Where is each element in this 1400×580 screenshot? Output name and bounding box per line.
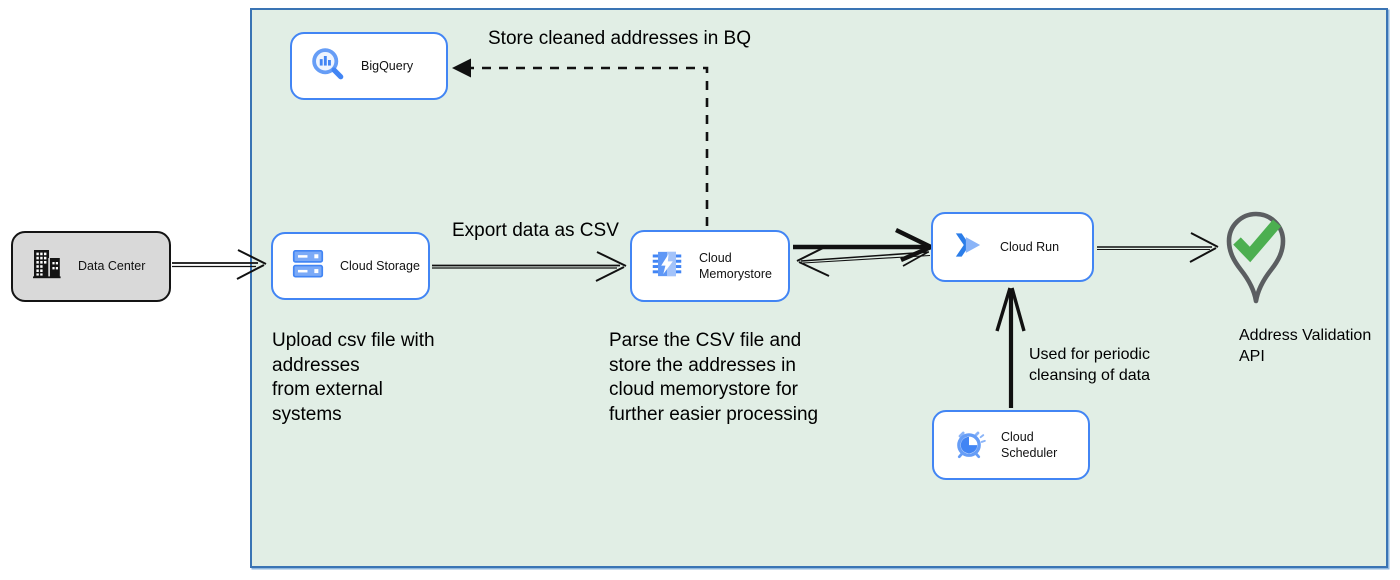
annotation-upload-csv: Upload csv file with addresses from exte… — [272, 330, 435, 426]
node-data-center[interactable]: Data Center — [11, 231, 171, 302]
node-label: Data Center — [78, 259, 146, 274]
node-label: Cloud Memorystore — [699, 250, 772, 281]
node-address-validation-api[interactable] — [1221, 208, 1291, 313]
cloud-storage-icon — [289, 245, 327, 288]
cloud-run-icon — [949, 226, 987, 269]
node-label: Cloud Storage — [340, 258, 420, 273]
bigquery-magnifier-icon — [308, 44, 348, 89]
annotation-parse-csv: Parse the CSV file and store the address… — [609, 330, 819, 426]
node-cloud-scheduler[interactable]: Cloud Scheduler — [932, 410, 1090, 480]
cloud-boundary-container — [250, 8, 1388, 568]
memorystore-chip-icon — [648, 245, 686, 288]
scheduler-clock-icon — [950, 424, 988, 467]
edge-label-store-bq: Store cleaned addresses in BQ — [488, 28, 751, 49]
edge-label-export-csv: Export data as CSV — [452, 220, 619, 241]
node-cloud-storage[interactable]: Cloud Storage — [271, 232, 430, 300]
edge-label-periodic-cleansing: Used for periodic cleansing of data — [1029, 346, 1150, 384]
map-pin-check-icon — [1221, 211, 1291, 312]
address-validation-api-label: Address Validation API — [1239, 327, 1372, 365]
node-cloud-memorystore[interactable]: Cloud Memorystore — [630, 230, 790, 302]
node-bigquery[interactable]: BigQuery — [290, 32, 448, 100]
node-label: Cloud Run — [1000, 239, 1060, 254]
node-label: BigQuery — [361, 58, 414, 73]
node-label: Cloud Scheduler — [1001, 429, 1058, 460]
building-icon — [29, 246, 65, 287]
node-cloud-run[interactable]: Cloud Run — [931, 212, 1094, 282]
